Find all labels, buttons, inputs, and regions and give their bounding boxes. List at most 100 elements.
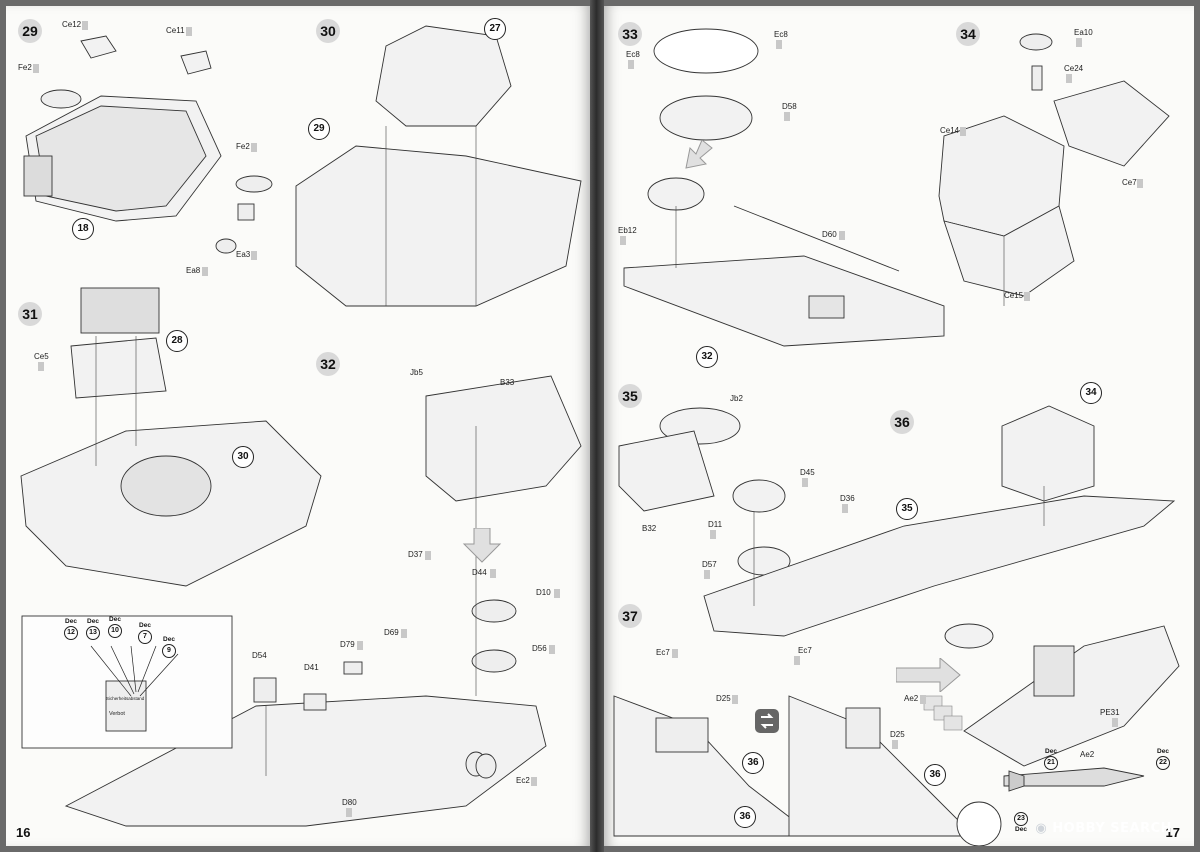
- part-label-ce15: Ce15: [1004, 291, 1024, 300]
- down-left-arrow-icon: [685, 140, 713, 169]
- sprue-tag: [1137, 179, 1143, 188]
- part-label-ec8: Ec8: [774, 30, 788, 39]
- part-label-b32: B32: [642, 524, 657, 533]
- part-label-d79: D79: [340, 640, 355, 649]
- sprue-tag: [842, 504, 848, 513]
- part-label-d41: D41: [304, 663, 319, 672]
- sprue-tag: [186, 27, 192, 36]
- part-label-ec7: Ec7: [798, 646, 812, 655]
- part-label-d11: D11: [708, 520, 723, 529]
- part-label-b33: B33: [500, 378, 515, 387]
- part-label-d37: D37: [408, 550, 423, 559]
- sprue-tag: [549, 645, 555, 654]
- sprue-tag: [38, 362, 44, 371]
- sprue-tag: [710, 530, 716, 539]
- instruction-page-right: 33 34 35 36 37 32 34 35 36 36 36 Ec8 Ec8…: [604, 6, 1194, 846]
- sprue-tag: [1024, 292, 1030, 301]
- sub-assembly-ref-36: 36: [734, 806, 756, 828]
- part-label-d80: D80: [342, 798, 357, 807]
- part-label-d25: D25: [890, 730, 905, 739]
- step-number-31: 31: [18, 302, 42, 326]
- part-label-ec2: Ec2: [516, 776, 530, 785]
- sprue-tag: [892, 740, 898, 749]
- part-label-jb5: Jb5: [410, 368, 423, 377]
- sprue-tag: [357, 641, 363, 650]
- part-label-d45: D45: [800, 468, 815, 477]
- part-label-ce5: Ce5: [34, 352, 49, 361]
- sub-assembly-ref-36: 36: [742, 752, 764, 774]
- part-label-d60: D60: [822, 230, 837, 239]
- part-label-fe2: Fe2: [236, 142, 250, 151]
- sprue-tag: [628, 60, 634, 69]
- part-label-d58: D58: [782, 102, 797, 111]
- step-number-34: 34: [956, 22, 980, 46]
- sprue-tag: [202, 267, 208, 276]
- page-number-right: 17: [1165, 825, 1180, 840]
- sprue-tag: [1066, 74, 1072, 83]
- sub-assembly-ref-36: 36: [924, 764, 946, 786]
- part-label-ec8: Ec8: [626, 50, 640, 59]
- part-label-ae2: Ae2: [904, 694, 919, 703]
- part-label-ce24: Ce24: [1064, 64, 1084, 73]
- part-label-eb12: Eb12: [618, 226, 637, 235]
- sprue-tag: [776, 40, 782, 49]
- step-number-33: 33: [618, 22, 642, 46]
- sub-assembly-ref-29: 29: [308, 118, 330, 140]
- sprue-tag: [33, 64, 39, 73]
- part-label-ce12: Ce12: [62, 20, 82, 29]
- sprue-tag: [732, 695, 738, 704]
- part-label-ce11: Ce11: [166, 26, 185, 35]
- part-label-ec7: Ec7: [656, 648, 670, 657]
- sub-assembly-ref-34: 34: [1080, 382, 1102, 404]
- sprue-tag: [802, 478, 808, 487]
- sprue-tag: [672, 649, 678, 658]
- sub-assembly-ref-32: 32: [696, 346, 718, 368]
- sprue-tag: [784, 112, 790, 121]
- part-label-d25: D25: [716, 694, 731, 703]
- step-number-30: 30: [316, 19, 340, 43]
- book-gutter: [590, 0, 604, 852]
- sub-assembly-ref-35: 35: [896, 498, 918, 520]
- sprue-tag: [251, 143, 257, 152]
- sub-assembly-ref-28: 28: [166, 330, 188, 352]
- sprue-tag: [251, 251, 257, 260]
- part-label-d44: D44: [472, 568, 487, 577]
- sign-text-sicherheitsabstand: Sicherheitsabstand: [106, 696, 145, 701]
- sprue-tag: [531, 777, 537, 786]
- part-label-fe2: Fe2: [18, 63, 32, 72]
- part-label-ea8: Ea8: [186, 266, 201, 275]
- assembly-line-art-left: [20, 25, 582, 827]
- part-label-d10: D10: [536, 588, 551, 597]
- option-swap-icon: [755, 709, 779, 733]
- step-number-29: 29: [18, 19, 42, 43]
- sprue-tag: [704, 570, 710, 579]
- right-arrow-icon: [896, 658, 961, 692]
- sprue-tag: [554, 589, 560, 598]
- assembly-line-art-right: [613, 28, 1180, 846]
- sprue-tag: [620, 236, 626, 245]
- part-label-ae2: Ae2: [1080, 750, 1095, 759]
- sprue-tag: [401, 629, 407, 638]
- sprue-tag: [960, 127, 966, 136]
- part-label-ce7: Ce7: [1122, 178, 1137, 187]
- part-label-d69: D69: [384, 628, 399, 637]
- part-label-ea10: Ea10: [1074, 28, 1093, 37]
- sprue-tag: [425, 551, 431, 560]
- down-arrow-icon: [462, 528, 502, 563]
- step-number-36: 36: [890, 410, 914, 434]
- step-number-32: 32: [316, 352, 340, 376]
- sprue-tag: [920, 695, 926, 704]
- sprue-tag: [346, 808, 352, 817]
- sprue-tag: [1112, 718, 1118, 727]
- sub-assembly-ref-30: 30: [232, 446, 254, 468]
- page-number-left: 16: [16, 825, 31, 840]
- sub-assembly-ref-18: 18: [72, 218, 94, 240]
- part-label-d36: D36: [840, 494, 855, 503]
